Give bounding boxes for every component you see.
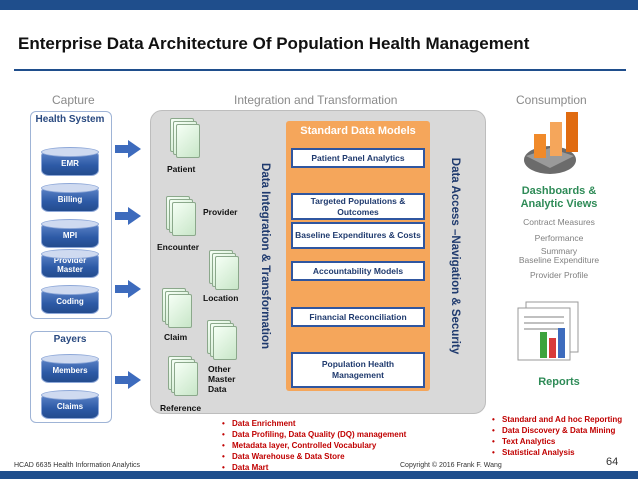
slide-title: Enterprise Data Architecture Of Populati… xyxy=(18,34,530,53)
integration-bullet: Data Mart xyxy=(222,462,406,473)
dashboards-title: Dashboards & Analytic Views xyxy=(520,185,598,210)
section-capture: Capture xyxy=(52,93,95,107)
model-baseline-expenditures: Baseline Expenditures & Costs xyxy=(291,222,425,249)
location-docs-icon xyxy=(209,250,239,290)
dashboard-baseline-expenditure: Baseline Expenditure xyxy=(518,255,600,265)
report-bullet: Data Discovery & Data Mining xyxy=(492,425,622,436)
section-consumption: Consumption xyxy=(516,93,587,107)
model-financial-reconciliation: Financial Reconciliation xyxy=(291,307,425,327)
source-mpi: MPI xyxy=(41,219,99,248)
report-bullet: Text Analytics xyxy=(492,436,622,447)
flow-arrow-3 xyxy=(115,280,141,298)
model-population-health: Population Health Management xyxy=(291,352,425,388)
flow-arrow-4 xyxy=(115,371,141,389)
dashboard-contract-measures: Contract Measures xyxy=(523,217,595,227)
entity-other-master-data: Other Master Data xyxy=(208,364,236,394)
flow-arrow-2 xyxy=(115,207,141,225)
patient-docs-icon xyxy=(170,118,200,158)
integration-bullet: Data Enrichment xyxy=(222,418,406,429)
entity-provider: Provider xyxy=(203,207,238,217)
entity-claim: Claim xyxy=(164,332,188,342)
integration-bullet: Data Profiling, Data Quality (DQ) manage… xyxy=(222,429,406,440)
bottom-bar xyxy=(0,471,638,479)
claim-docs-icon xyxy=(162,288,192,328)
flow-arrow-1 xyxy=(115,140,141,158)
integration-vertical-label: Data Integration & Transformation xyxy=(259,163,271,349)
title-underline xyxy=(14,69,626,71)
top-bar xyxy=(0,0,638,10)
report-bullet-list: Standard and Ad hoc Reporting Data Disco… xyxy=(492,414,622,458)
report-bullet: Statistical Analysis xyxy=(492,447,622,458)
integration-bullet-list: Data Enrichment Data Profiling, Data Qua… xyxy=(222,418,406,473)
reports-title: Reports xyxy=(538,376,580,388)
dashboard-performance-summary: Performance Summary xyxy=(534,233,584,256)
source-provider-master: Provider Master xyxy=(41,249,99,278)
access-vertical-label: Data Access –Navigation & Security xyxy=(449,157,461,355)
model-patient-panel-analytics: Patient Panel Analytics xyxy=(291,148,425,168)
source-members: Members xyxy=(41,354,99,383)
section-integration: Integration and Transformation xyxy=(234,93,398,107)
report-bullet: Standard and Ad hoc Reporting xyxy=(492,414,622,425)
model-accountability: Accountability Models xyxy=(291,261,425,281)
dashboard-chart-icon xyxy=(524,112,578,174)
entity-reference: Reference xyxy=(160,403,202,413)
entity-encounter: Encounter xyxy=(157,242,200,252)
source-claims: Claims xyxy=(41,390,99,419)
footer-course: HCAD 6635 Health Information Analytics xyxy=(14,462,141,469)
integration-bullet: Metadata layer, Controlled Vocabulary xyxy=(222,440,406,451)
source-billing: Billing xyxy=(41,183,99,212)
encounter-docs-icon xyxy=(166,196,196,236)
entity-location: Location xyxy=(203,293,239,303)
standard-models-title: Standard Data Models xyxy=(300,125,416,137)
footer-copyright: Copyright © 2016 Frank F. Wang xyxy=(400,462,502,469)
source-coding: Coding xyxy=(41,285,99,314)
entity-patient: Patient xyxy=(167,164,196,174)
reports-icon xyxy=(517,301,579,361)
integration-bullet: Data Warehouse & Data Store xyxy=(222,451,406,462)
payers-title: Payers xyxy=(53,334,87,345)
health-system-title: Health System xyxy=(35,114,105,125)
page-number: 64 xyxy=(606,456,619,468)
dashboard-provider-profile: Provider Profile xyxy=(529,270,589,280)
source-emr: EMR xyxy=(41,147,99,176)
model-targeted-populations: Targeted Populations & Outcomes xyxy=(291,193,425,220)
other-master-docs-icon xyxy=(207,320,237,360)
reference-docs-icon xyxy=(168,356,198,396)
